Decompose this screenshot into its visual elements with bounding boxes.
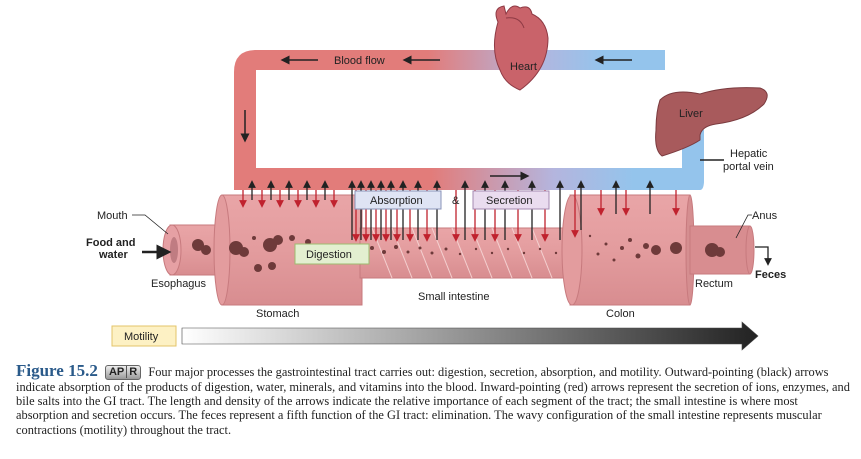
absorption-label: Absorption bbox=[370, 195, 423, 207]
motility-gradient-arrow bbox=[181, 321, 759, 351]
colon-label: Colon bbox=[606, 308, 635, 320]
stomach-label: Stomach bbox=[256, 308, 299, 320]
vessel-left bbox=[234, 50, 256, 168]
motility-label: Motility bbox=[124, 331, 159, 343]
small-intestine-label: Small intestine bbox=[418, 291, 490, 303]
exchange-arrows bbox=[239, 180, 680, 242]
digestion-label: Digestion bbox=[306, 249, 352, 261]
food-water-label-1: Food and bbox=[86, 237, 136, 249]
mouth-label: Mouth bbox=[97, 210, 128, 222]
gi-tract-diagram: Blood flow Heart Liver Hepatic portal ve… bbox=[86, 5, 786, 351]
apr-badge-ap: AP bbox=[108, 366, 125, 378]
digestion-box: Digestion bbox=[294, 243, 370, 265]
blood-flow-arrows bbox=[240, 55, 632, 181]
anus-label: Anus bbox=[752, 210, 778, 222]
vessel-top bbox=[256, 50, 665, 70]
hepatic-portal-vein-label-1: Hepatic bbox=[730, 148, 768, 160]
absorption-box: Absorption bbox=[354, 190, 442, 210]
liver-label: Liver bbox=[679, 108, 703, 120]
blood-flow-label: Blood flow bbox=[334, 55, 385, 67]
food-particles bbox=[192, 234, 725, 272]
vessel-bottom bbox=[234, 130, 704, 190]
figure-number: Figure 15.2 bbox=[16, 361, 98, 380]
blood-vessel-loop bbox=[234, 50, 704, 190]
motility-box: Motility bbox=[111, 325, 177, 347]
secretion-label: Secretion bbox=[486, 195, 532, 207]
heart-label: Heart bbox=[510, 61, 537, 73]
ampersand-label: & bbox=[452, 195, 460, 207]
caption-text: Four major processes the gastrointestina… bbox=[16, 365, 850, 437]
rectum-label: Rectum bbox=[695, 278, 733, 290]
food-water-label-2: water bbox=[98, 249, 128, 261]
secretion-box: Secretion bbox=[472, 190, 550, 210]
gi-tract bbox=[162, 194, 755, 306]
hepatic-portal-vein-label-2: portal vein bbox=[723, 161, 774, 173]
small-intestine bbox=[359, 227, 576, 279]
apr-badge-r: R bbox=[126, 366, 138, 378]
liver-icon bbox=[655, 87, 768, 157]
feces-label: Feces bbox=[755, 269, 786, 281]
heart-icon bbox=[494, 5, 549, 91]
esophagus-label: Esophagus bbox=[151, 278, 207, 290]
